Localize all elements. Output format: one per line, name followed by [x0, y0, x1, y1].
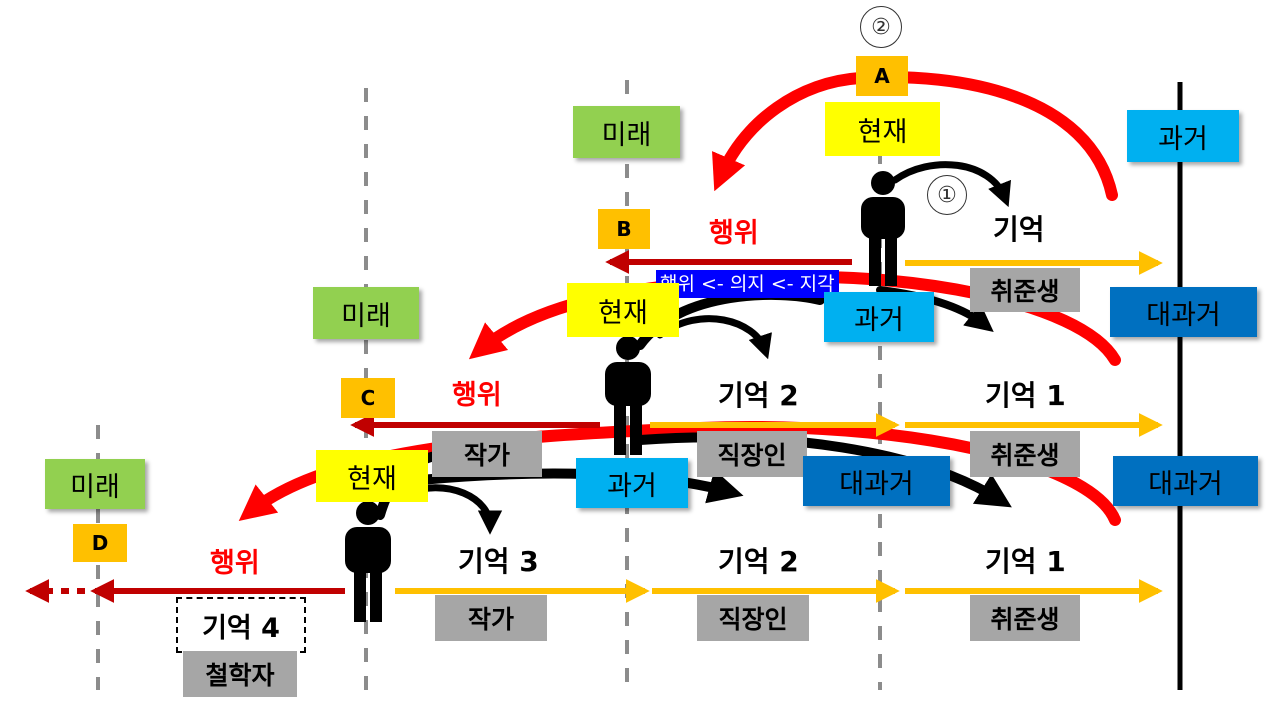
great-past-box-2: 대과거	[1113, 456, 1258, 506]
action-label-2: 행위	[452, 380, 502, 411]
perception-chain-label: 행위 <- 의지 <- 지각	[656, 270, 839, 298]
role-job-seeker-3: 취준생	[970, 595, 1080, 641]
past-box-2: 과거	[824, 292, 934, 342]
curve-arrow-5	[635, 432, 1012, 508]
role-writer-1: 작가	[432, 431, 542, 477]
future-box-3: 미래	[45, 459, 145, 509]
present-box-1: 현재	[825, 102, 940, 156]
present-box-3: 현재	[316, 450, 428, 502]
circled-number-one: ①	[927, 175, 967, 215]
memory-arrows	[395, 251, 1163, 603]
marker-b: B	[598, 209, 650, 249]
memory-3-label: 기억 3	[458, 545, 539, 578]
circled-number-two: ②	[860, 6, 902, 48]
action-label-3: 행위	[210, 548, 260, 579]
role-job-seeker-1: 취준생	[970, 268, 1080, 312]
action-label-1: 행위	[709, 218, 759, 249]
curve-arrow-1	[891, 161, 1011, 208]
memory-1-label-row3: 기억 1	[985, 545, 1066, 578]
past-box-1: 과거	[1127, 110, 1239, 162]
role-writer-2: 작가	[435, 595, 547, 641]
memory-2-label-row3: 기억 2	[718, 545, 799, 578]
person-icon	[861, 171, 905, 286]
marker-d: D	[73, 524, 127, 562]
marker-a: A	[856, 56, 908, 96]
role-office-worker-2: 직장인	[697, 595, 809, 641]
memory-1-label-row2: 기억 1	[985, 379, 1066, 412]
marker-c: C	[341, 378, 395, 418]
past-box-3: 과거	[576, 458, 688, 508]
future-box-2: 미래	[313, 287, 419, 339]
action-arrows	[25, 250, 852, 603]
memory-2-label-row2: 기억 2	[718, 379, 799, 412]
great-past-box-3: 대과거	[803, 456, 950, 506]
person-icon	[605, 336, 651, 455]
great-past-box-1: 대과거	[1110, 287, 1257, 337]
role-job-seeker-2: 취준생	[970, 431, 1080, 477]
present-box-2: 현재	[567, 283, 679, 337]
curve-arrow-2	[876, 286, 994, 332]
role-philosopher: 철학자	[183, 651, 297, 697]
future-box-1: 미래	[573, 106, 680, 158]
role-office-worker-1: 직장인	[697, 431, 807, 477]
memory-label-top: 기억	[993, 213, 1045, 246]
memory-4-box: 기억 4	[176, 597, 306, 653]
person-icon	[345, 501, 391, 622]
